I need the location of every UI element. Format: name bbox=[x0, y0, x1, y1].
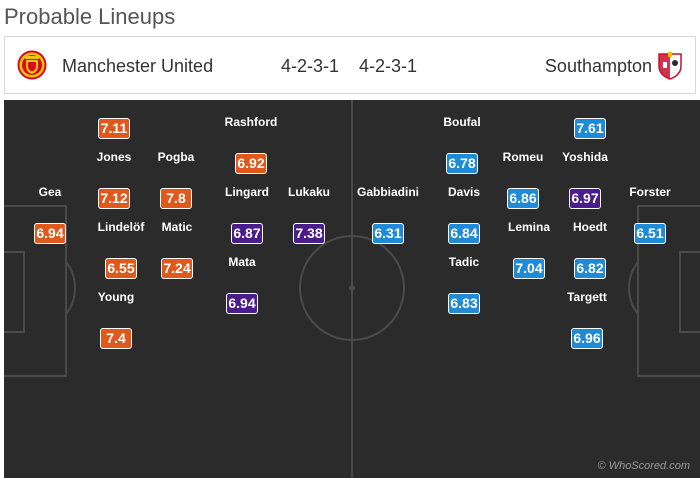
player-name: Gabbiadini bbox=[356, 185, 419, 199]
home-player[interactable]: Young 7.4 bbox=[76, 290, 156, 349]
home-player[interactable]: Pogba 7.8 bbox=[136, 150, 216, 209]
player-rating: 7.4 bbox=[100, 328, 132, 349]
away-player[interactable]: Gabbiadini 6.31 bbox=[348, 185, 428, 244]
player-rating: 6.78 bbox=[446, 153, 478, 174]
away-player[interactable]: Romeu 6.86 bbox=[483, 150, 563, 209]
player-name: Yoshida bbox=[562, 150, 608, 164]
player-rating: 6.96 bbox=[571, 328, 603, 349]
player-name: Romeu bbox=[502, 150, 544, 164]
away-player[interactable]: Pied7.61 bbox=[550, 100, 630, 139]
player-name: Mata bbox=[228, 255, 256, 269]
player-rating: 6.55 bbox=[105, 258, 137, 279]
away-player[interactable]: Boufal 6.78 bbox=[422, 115, 502, 174]
player-name: Lingard bbox=[225, 185, 269, 199]
whoscored-watermark: © WhoScored.com bbox=[597, 460, 690, 472]
home-player[interactable]: Gea 6.94 bbox=[10, 185, 90, 244]
home-player[interactable]: Jones 7.12 bbox=[74, 150, 154, 209]
away-player[interactable]: Lemina 7.04 bbox=[489, 220, 569, 279]
player-name: Targett bbox=[567, 290, 607, 304]
player-rating: 7.61 bbox=[574, 118, 606, 139]
player-rating: 6.97 bbox=[569, 188, 601, 209]
southampton-crest-icon bbox=[658, 52, 682, 80]
manchester-united-crest-icon bbox=[17, 50, 47, 80]
player-rating: 6.94 bbox=[34, 223, 66, 244]
home-team-name[interactable]: Manchester United bbox=[62, 56, 214, 76]
player-rating: 6.86 bbox=[507, 188, 539, 209]
away-player[interactable]: Forster 6.51 bbox=[610, 185, 690, 244]
home-player[interactable]: Lindelöf 6.55 bbox=[81, 220, 161, 279]
player-rating: 6.87 bbox=[231, 223, 263, 244]
player-name: Forster bbox=[629, 185, 671, 199]
player-name: Rashford bbox=[224, 115, 278, 129]
away-player[interactable]: Targett 6.96 bbox=[547, 290, 627, 349]
player-rating: 7.12 bbox=[98, 188, 130, 209]
player-name: Gea bbox=[38, 185, 62, 199]
player-name: Jones bbox=[96, 150, 132, 164]
player-name: Tadic bbox=[448, 255, 480, 269]
player-name: Hoedt bbox=[573, 220, 607, 234]
player-rating: 6.31 bbox=[372, 223, 404, 244]
player-rating: 6.94 bbox=[226, 293, 258, 314]
team-header-bar: Manchester United 4-2-3-1 4-2-3-1 Southa… bbox=[4, 36, 696, 94]
player-rating: 6.84 bbox=[448, 223, 480, 244]
home-player[interactable]: Matic 7.24 bbox=[137, 220, 217, 279]
home-player[interactable]: Lukaku 7.38 bbox=[269, 185, 349, 244]
home-player[interactable]: Mata 6.94 bbox=[202, 255, 282, 314]
player-name: Young bbox=[97, 290, 135, 304]
player-rating: 6.83 bbox=[448, 293, 480, 314]
away-player[interactable]: Hoedt 6.82 bbox=[550, 220, 630, 279]
player-rating: 7.24 bbox=[161, 258, 193, 279]
page-title: Probable Lineups bbox=[4, 4, 176, 29]
away-formation: 4-2-3-1 bbox=[359, 56, 418, 76]
player-rating: 6.51 bbox=[634, 223, 666, 244]
home-player[interactable]: Rashford 6.92 bbox=[211, 115, 291, 174]
player-name: Matic bbox=[161, 220, 193, 234]
home-player[interactable]: Lingard 6.87 bbox=[207, 185, 287, 244]
home-player[interactable]: Shaw7.11 bbox=[74, 100, 154, 139]
pitch-markings bbox=[4, 100, 700, 478]
player-name: Lukaku bbox=[287, 185, 330, 199]
player-name: Boufal bbox=[443, 115, 481, 129]
player-name: Lemina bbox=[507, 220, 550, 234]
player-rating: 6.92 bbox=[235, 153, 267, 174]
player-rating: 6.82 bbox=[574, 258, 606, 279]
away-player[interactable]: Davis 6.84 bbox=[424, 185, 504, 244]
player-name: Davis bbox=[447, 185, 481, 199]
away-player[interactable]: Tadic 6.83 bbox=[424, 255, 504, 314]
home-formation: 4-2-3-1 bbox=[281, 56, 340, 76]
player-rating: 7.8 bbox=[160, 188, 192, 209]
player-rating: 7.11 bbox=[98, 118, 130, 139]
player-rating: 7.04 bbox=[513, 258, 545, 279]
away-team-name[interactable]: Southampton bbox=[544, 56, 652, 76]
player-rating: 7.38 bbox=[293, 223, 325, 244]
away-player[interactable]: Yoshida 6.97 bbox=[545, 150, 625, 209]
player-name: Lindelöf bbox=[97, 220, 145, 234]
player-name: Pogba bbox=[157, 150, 195, 164]
